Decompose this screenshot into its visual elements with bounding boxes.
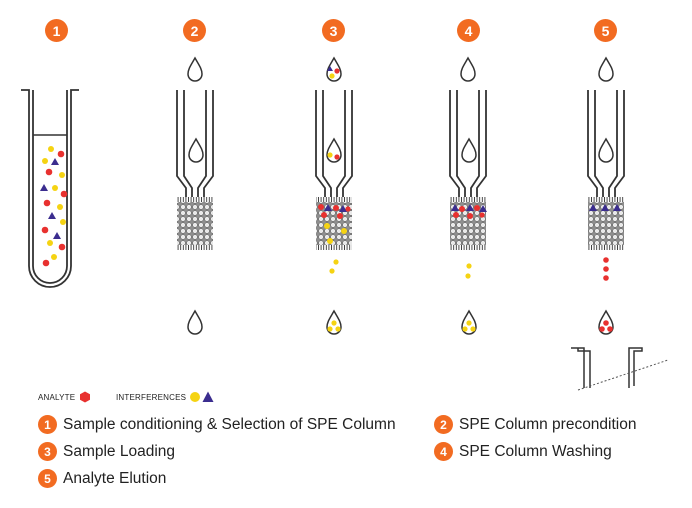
eluted-particles xyxy=(589,204,621,281)
legend-analyte: ANALYTE xyxy=(38,391,91,403)
step-4-description: 4 SPE Column Washing xyxy=(434,442,612,461)
step-3-column xyxy=(315,57,353,335)
step-2-badge: 2 xyxy=(183,19,206,42)
legend-interferences: INTERFERENCES xyxy=(116,391,214,403)
step-5-label: Analyte Elution xyxy=(63,469,167,487)
step-5-column xyxy=(571,57,669,391)
step-4-column xyxy=(449,57,487,335)
interference-icons xyxy=(190,391,214,402)
step-2-description: 2 SPE Column precondition xyxy=(434,415,637,434)
collection-vessel xyxy=(571,347,669,391)
step-5-number-badge: 5 xyxy=(38,469,57,488)
step-1-test-tube xyxy=(21,89,79,288)
step-2-label: SPE Column precondition xyxy=(459,415,637,433)
step-4-badge: 4 xyxy=(457,19,480,42)
analyte-icon xyxy=(80,391,91,403)
step-5-description: 5 Analyte Elution xyxy=(38,469,166,488)
step-1-description: 1 Sample conditioning & Selection of SPE… xyxy=(38,415,396,434)
step-3-description: 3 Sample Loading xyxy=(38,442,175,461)
step-1-badge: 1 xyxy=(45,19,68,42)
step-2-column xyxy=(176,57,214,335)
sample-particles xyxy=(40,146,68,267)
step-2-number-badge: 2 xyxy=(434,415,453,434)
washed-particles xyxy=(451,204,487,279)
loaded-particles xyxy=(318,204,351,274)
step-5-badge: 5 xyxy=(594,19,617,42)
step-3-badge: 3 xyxy=(322,19,345,42)
step-3-label: Sample Loading xyxy=(63,442,176,460)
step-1-label: Sample conditioning & Selection of SPE C… xyxy=(63,415,396,433)
step-3-number-badge: 3 xyxy=(38,442,57,461)
step-1-number-badge: 1 xyxy=(38,415,57,434)
step-4-number-badge: 4 xyxy=(434,442,453,461)
step-4-label: SPE Column Washing xyxy=(459,442,612,460)
